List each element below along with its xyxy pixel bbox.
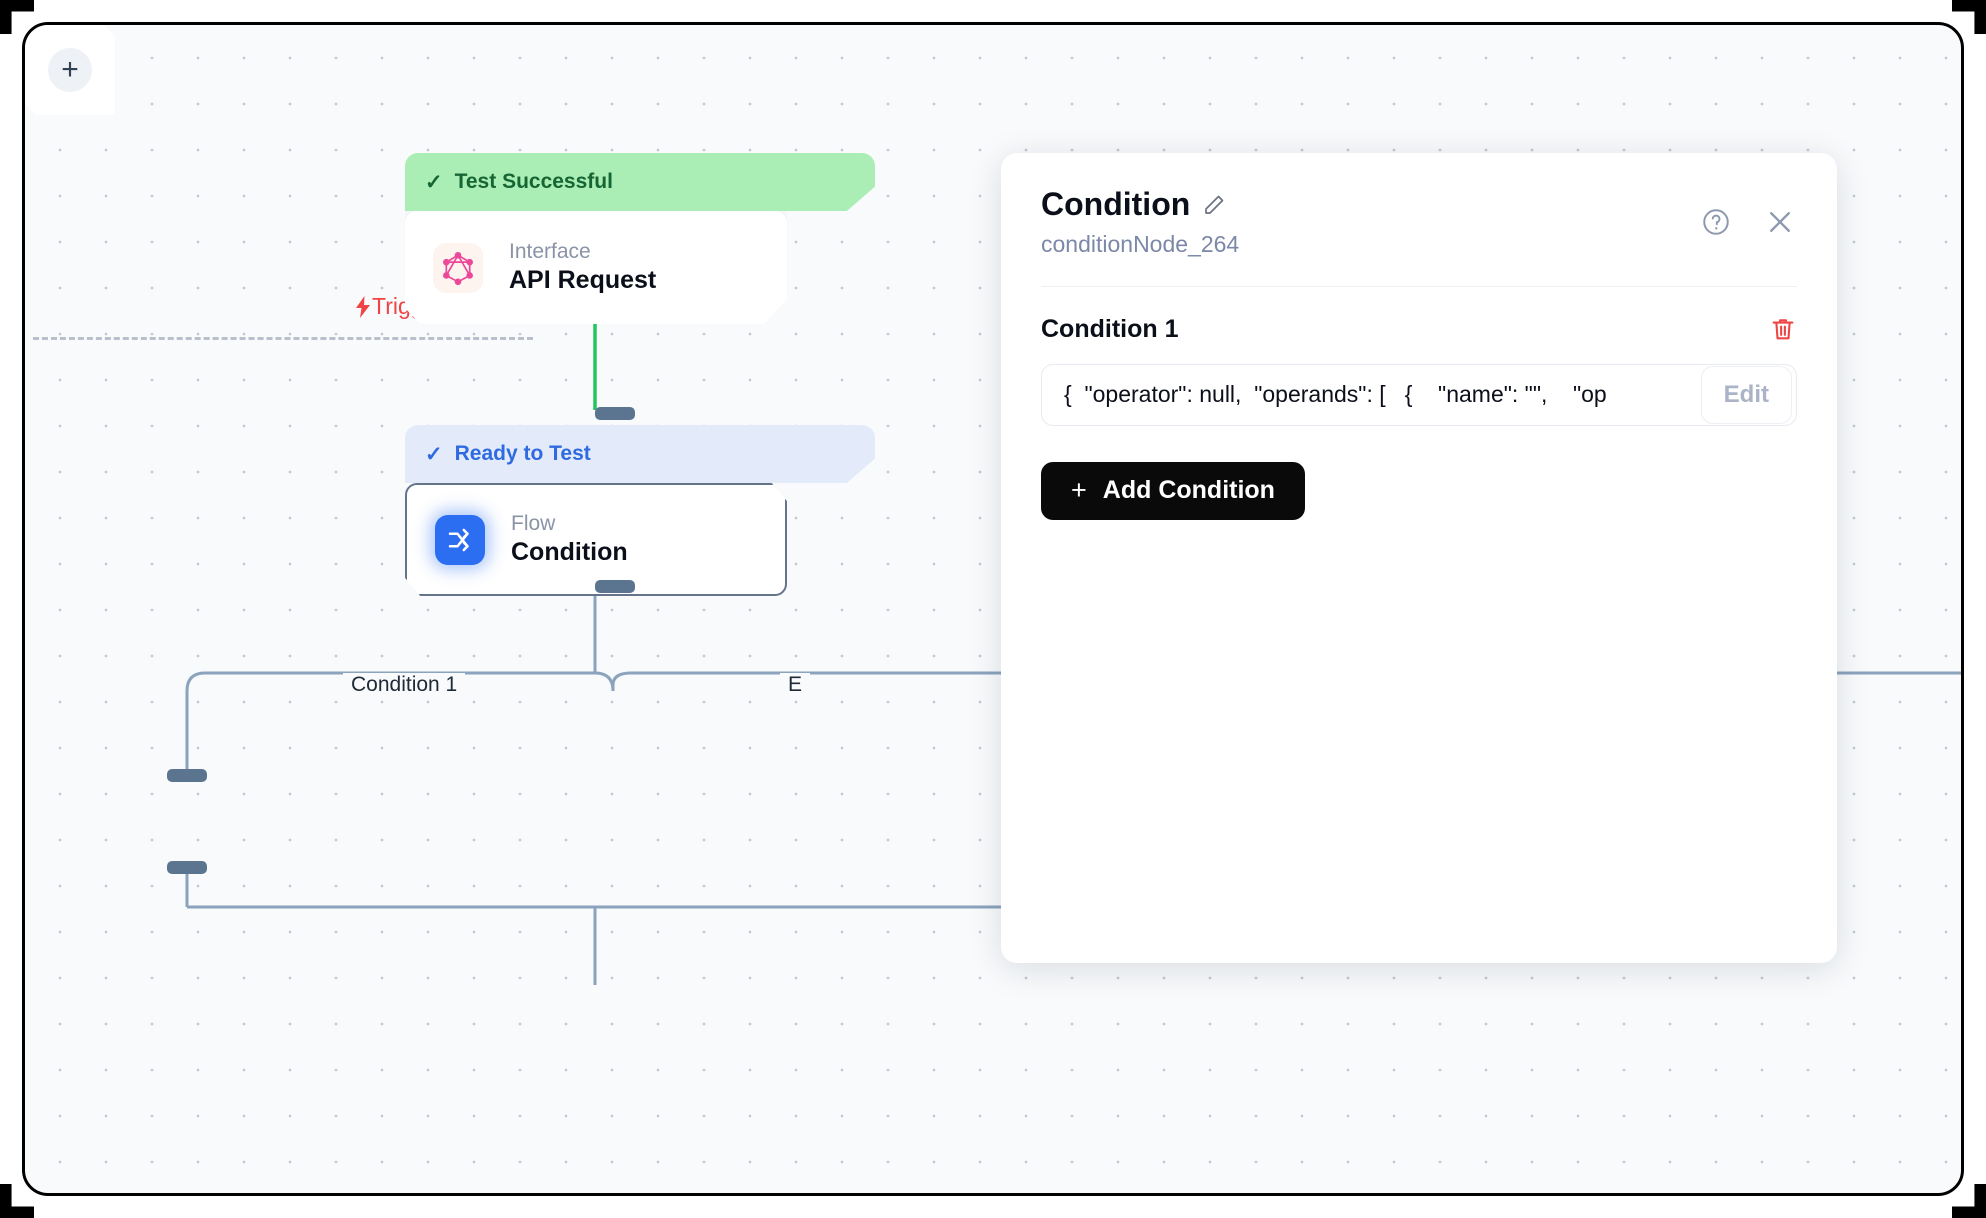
- lightning-bolt-icon: [355, 295, 371, 318]
- page-title: Condition: [1041, 186, 1191, 222]
- node-handle-output-placeholder[interactable]: [167, 861, 207, 874]
- node-status-text: Ready to Test: [454, 442, 591, 465]
- node-status-text: Test Successful: [454, 170, 613, 193]
- panel-divider: [1041, 285, 1797, 287]
- panel-subtitle: conditionNode_264: [1041, 231, 1240, 258]
- panel-header: Condition conditionNode_264: [1041, 186, 1797, 258]
- trigger-dashed-line: [33, 337, 533, 340]
- branch-icon: [435, 514, 485, 565]
- node-status-banner-api-request: ✓ Test Successful: [405, 153, 875, 211]
- add-node-placeholder[interactable]: +: [25, 25, 115, 115]
- add-condition-label: Add Condition: [1102, 476, 1275, 505]
- node-card-condition[interactable]: Flow Condition: [405, 483, 787, 596]
- question-circle-icon[interactable]: [1699, 205, 1733, 239]
- panel-actions: [1699, 205, 1797, 239]
- condition-row-header: Condition 1: [1041, 315, 1797, 344]
- panel-title-row: Condition: [1041, 186, 1797, 222]
- plus-icon: +: [1071, 475, 1087, 506]
- condition-value-text: { "operator": null, "operands": [ { "nam…: [1064, 381, 1607, 407]
- node-text-condition: Flow Condition: [511, 512, 628, 567]
- node-title-label: API Request: [509, 266, 657, 295]
- edit-condition-button[interactable]: Edit: [1700, 365, 1792, 424]
- plus-icon[interactable]: +: [48, 48, 92, 92]
- flow-canvas[interactable]: Trigger Condition 1 E ✓ Test Successful: [22, 22, 1964, 1196]
- condition-name-label: Condition 1: [1041, 314, 1179, 343]
- edge-label-condition-1: Condition 1: [343, 673, 466, 697]
- node-status-banner-condition: ✓ Ready to Test: [405, 425, 875, 483]
- node-text-api-request: Interface API Request: [509, 240, 656, 295]
- node-details-panel[interactable]: Condition conditionNode_264: [1001, 153, 1837, 963]
- graphql-icon: [433, 242, 483, 293]
- node-kind-label: Flow: [511, 512, 556, 536]
- node-title-label: Condition: [511, 538, 628, 567]
- node-handle-input-placeholder[interactable]: [167, 769, 207, 782]
- check-icon: ✓: [425, 442, 443, 466]
- edge-label-else: E: [780, 673, 811, 697]
- condition-value-field[interactable]: { "operator": null, "operands": [ { "nam…: [1041, 363, 1797, 426]
- trash-icon[interactable]: [1769, 315, 1797, 343]
- node-handle-input-condition[interactable]: [595, 407, 635, 420]
- node-card-api-request[interactable]: Interface API Request: [405, 211, 787, 324]
- node-kind-label: Interface: [509, 240, 591, 264]
- node-handle-output-condition[interactable]: [595, 580, 635, 593]
- pencil-icon[interactable]: [1202, 193, 1226, 217]
- check-icon: ✓: [425, 170, 443, 194]
- add-condition-button[interactable]: + Add Condition: [1041, 461, 1305, 520]
- close-icon[interactable]: [1763, 205, 1797, 239]
